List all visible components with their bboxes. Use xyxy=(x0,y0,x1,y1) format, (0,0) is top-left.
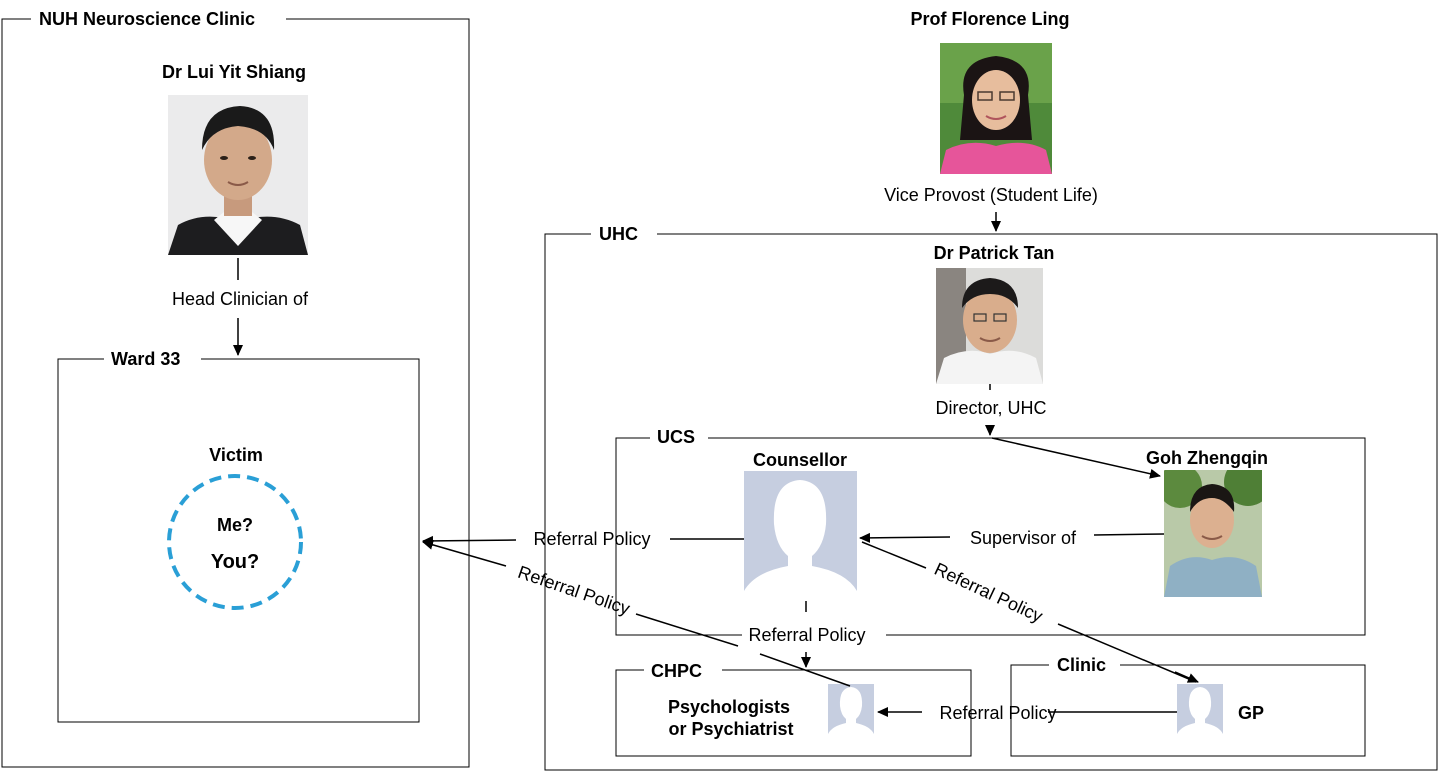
referral-chpc-ward-label: Referral Policy xyxy=(515,562,632,619)
vice-provost-label: Vice Provost (Student Life) xyxy=(884,185,1098,205)
director-label: Director, UHC xyxy=(935,398,1046,418)
ucs-box: UCS xyxy=(615,427,1366,636)
supervisor-arrow xyxy=(859,532,951,543)
dr-tan-name: Dr Patrick Tan xyxy=(934,243,1055,263)
chpc-title: CHPC xyxy=(651,661,702,681)
referral-chpc-ward-mid xyxy=(635,613,739,647)
victim-title: Victim xyxy=(209,445,263,465)
referral-gp-counsellor-lower xyxy=(1057,623,1197,683)
counsellor-placeholder-avatar xyxy=(744,471,857,591)
referral-gp-counsellor-upper xyxy=(861,541,927,569)
referral-gp-chpc-label: Referral Policy xyxy=(939,703,1056,723)
referral-gp-arrow xyxy=(1174,671,1199,683)
gp-placeholder-avatar xyxy=(1177,684,1223,734)
clinic-box: Clinic xyxy=(1010,655,1366,757)
dr-lui-photo xyxy=(168,95,308,255)
uhc-title: UHC xyxy=(599,224,638,244)
victim-me: Me? xyxy=(217,515,253,535)
dr-tan-photo xyxy=(936,268,1043,384)
goh-name: Goh Zhengqin xyxy=(1146,448,1268,468)
dr-lui-name: Dr Lui Yit Shiang xyxy=(162,62,306,82)
supervisor-label: Supervisor of xyxy=(970,528,1077,548)
referral-counsellor-chpc-label: Referral Policy xyxy=(748,625,865,645)
prof-ling-photo xyxy=(940,43,1052,174)
referral-chpc-ward-lower xyxy=(759,653,851,687)
nuh-neuroscience-clinic-box: NUH Neuroscience Clinic xyxy=(1,9,470,768)
goh-photo xyxy=(1164,470,1262,597)
nuh-clinic-title: NUH Neuroscience Clinic xyxy=(39,9,255,29)
victim-you: You? xyxy=(211,551,260,573)
ward-33-box: Ward 33 xyxy=(57,349,420,723)
psychologists-line2: or Psychiatrist xyxy=(668,719,793,739)
psychologist-placeholder-avatar xyxy=(828,684,874,734)
clinic-title: Clinic xyxy=(1057,655,1106,675)
gp-name: GP xyxy=(1238,703,1264,723)
director-to-goh-arrow xyxy=(991,437,1161,479)
head-clinician-label: Head Clinician of xyxy=(172,289,309,309)
supervisor-line-right xyxy=(1093,533,1165,536)
victim-circle xyxy=(167,474,303,610)
prof-ling-name: Prof Florence Ling xyxy=(910,9,1069,29)
counsellor-name: Counsellor xyxy=(753,450,847,470)
referral-counsellor-ward-arrow xyxy=(422,535,517,546)
referral-counsellor-ward-label: Referral Policy xyxy=(533,529,650,549)
ucs-title: UCS xyxy=(657,427,695,447)
uhc-box: UHC xyxy=(544,224,1438,771)
psychologists-line1: Psychologists xyxy=(668,697,790,717)
chpc-box: CHPC xyxy=(615,661,972,757)
referral-gp-counsellor-label: Referral Policy xyxy=(931,559,1046,627)
referral-chpc-ward-arrow xyxy=(422,539,507,567)
ward-33-title: Ward 33 xyxy=(111,349,180,369)
